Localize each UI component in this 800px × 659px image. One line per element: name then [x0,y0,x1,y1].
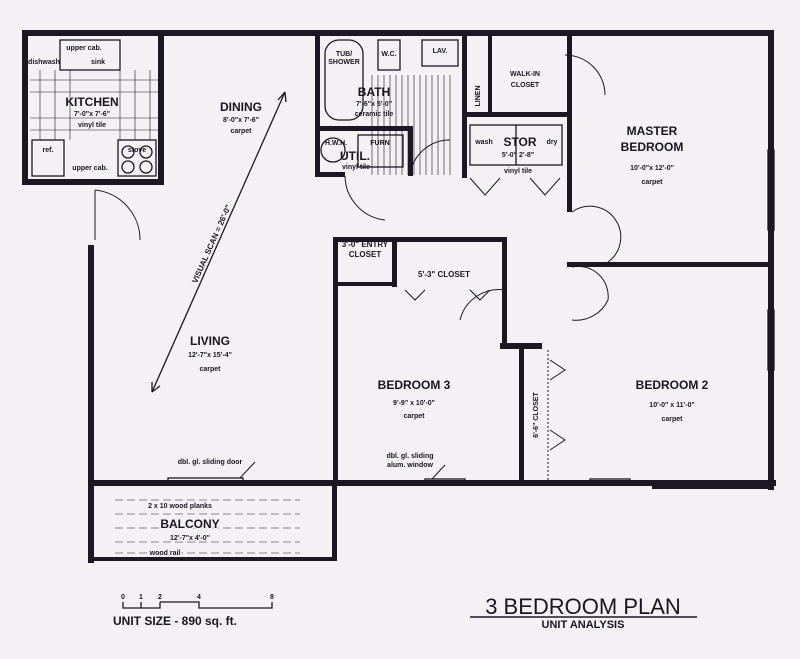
balcony-label: BALCONY [160,517,219,531]
kitchen-size: 7'-0"x 7'-6" [74,111,110,118]
walls [22,30,776,563]
bedroom2-size: 10'-0" x 11'-0" [649,402,694,409]
dry-label: dry [547,139,558,146]
scale-tick-1: 1 [139,594,143,601]
walkin-label-1: WALK-IN [510,71,540,78]
closet-53-label: 5'-3" CLOSET [418,270,470,279]
bath-tile-grid [371,75,451,175]
kitchen-tile-grid [30,70,160,140]
plan-title: 3 BEDROOM PLAN [485,594,681,619]
wc-label: W.C. [381,51,396,58]
dishwash-label: dishwash [28,59,60,66]
kitchen-floor: vinyl tile [78,122,106,129]
planks-label: 2 x 10 wood planks [148,503,212,510]
tub-label: TUB/ [336,51,352,58]
bedroom2-label: BEDROOM 2 [636,378,709,392]
ref-label: ref. [43,147,54,154]
stor-label: STOR [503,135,536,149]
furn-label: FURN [370,140,389,147]
scale-tick-2: 2 [158,594,162,601]
stor-size: 5'-0" 2'-8" [502,152,534,159]
stor-floor: vinyl tile [504,168,532,175]
upper-cab-label: upper cab. [66,45,101,52]
bath-floor: ceramic tile [355,111,394,118]
bedroom3-floor: carpet [403,413,425,420]
bedroom3-size: 9'-9" x 10'-0" [393,400,435,407]
plan-subtitle: UNIT ANALYSIS [542,619,625,631]
wash-label: wash [474,139,493,146]
walkin-label-2: CLOSET [511,82,540,89]
closet-66-label: 6'-6" CLOSET [533,392,540,438]
living-size: 12'-7"x 15'-4" [188,352,232,359]
unit-size-label: UNIT SIZE - 890 sq. ft. [113,614,237,628]
dining-floor: carpet [230,128,252,135]
dining-label: DINING [220,100,262,114]
master-label-1: MASTER [627,124,678,138]
util-label: UTIL. [340,149,370,163]
fixtures [31,39,563,177]
master-label-2: BEDROOM [621,140,684,154]
scale-tick-8: 8 [270,594,274,601]
sink-label: sink [91,59,105,66]
bedroom3-label: BEDROOM 3 [378,378,451,392]
master-floor: carpet [641,179,663,186]
linen-label: LINEN [475,86,482,107]
living-floor: carpet [199,366,221,373]
balcony-size: 12'-7"x 4'-0" [170,535,210,542]
sliding-door-note: dbl. gl. sliding door [178,459,243,466]
scale-bar: 0 1 2 4 8 [121,594,274,609]
hwh-label: H.W.H. [325,140,347,147]
visual-scan-label: VISUAL SCAN = 26'-0" [190,203,233,284]
entry-closet-label-2: CLOSET [349,250,382,259]
entry-closet-label-1: 3'-0" ENTRY [342,240,389,249]
living-label: LIVING [190,334,230,348]
window-note-1: dbl. gl. sliding [386,453,433,460]
shower-label: SHOWER [328,59,360,66]
bath-label: BATH [358,85,390,99]
master-size: 10'-0"x 12'-0" [630,165,674,172]
doors [94,54,775,486]
upper-cab-label-2: upper cab. [72,165,107,172]
kitchen-label: KITCHEN [65,95,118,109]
rail-label: wood rail [149,550,181,557]
scale-tick-0: 0 [121,594,125,601]
lav-label: LAV. [433,48,448,55]
window-note-2: alum. window [387,462,433,469]
util-floor: vinyl tile [342,164,370,171]
dining-size: 8'-0"x 7'-6" [223,117,259,124]
bedroom2-floor: carpet [661,416,683,423]
bath-size: 7'-6"x 5'-0" [356,101,392,108]
scale-tick-4: 4 [197,594,201,601]
stove-label: stove [128,147,146,154]
